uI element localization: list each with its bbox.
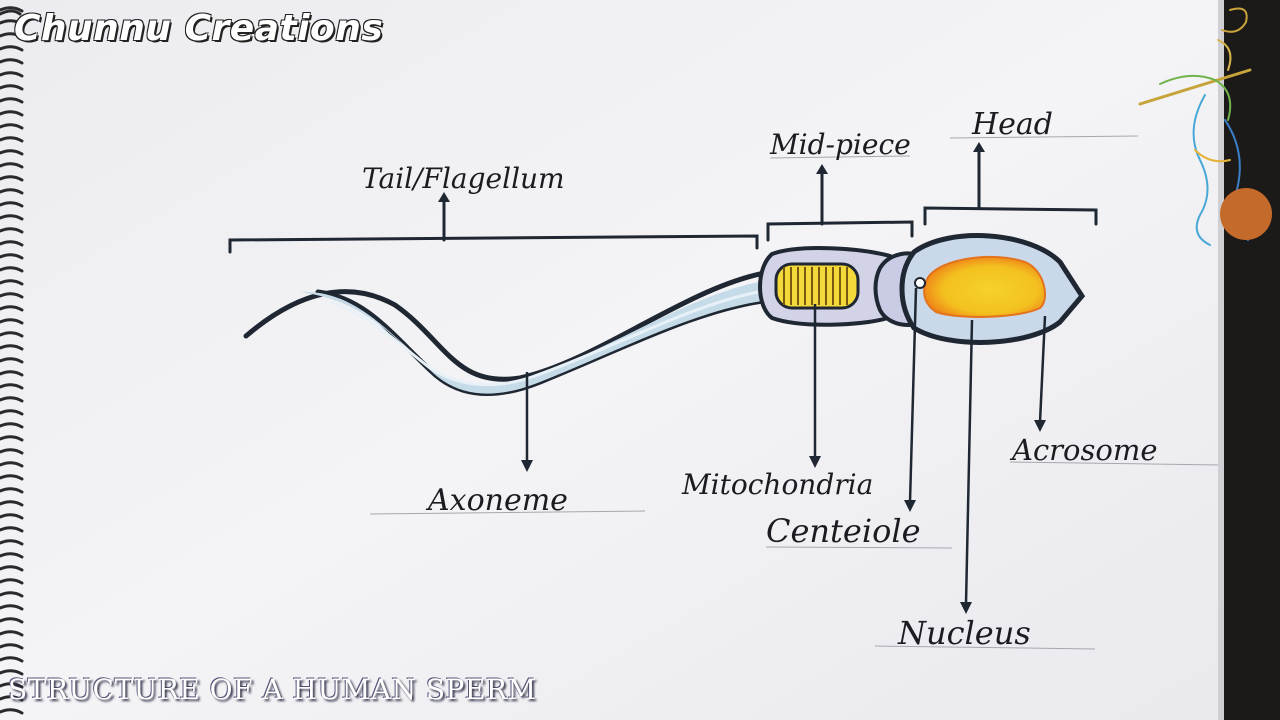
spiral-ring — [0, 422, 24, 429]
spiral-ring — [0, 448, 24, 455]
spiral-ring — [0, 279, 24, 286]
spiral-ring — [0, 84, 24, 91]
spiral-ring — [0, 318, 24, 325]
spiral-ring — [0, 123, 24, 130]
label-nucleus: Nucleus — [897, 614, 1031, 652]
video-caption: STRUCTURE OF A HUMAN SPERM — [8, 673, 537, 706]
spiral-binding — [0, 9, 22, 16]
spiral-ring — [0, 370, 24, 377]
spiral-ring — [0, 565, 24, 572]
pointer-lines — [525, 287, 1047, 605]
spiral-ring — [0, 552, 24, 559]
spiral-ring — [0, 474, 24, 481]
label-axoneme: Axoneme — [425, 483, 568, 518]
spiral-ring — [0, 32, 24, 39]
channel-brand: Chunnu Creations — [14, 8, 384, 49]
spiral-ring — [0, 240, 24, 247]
spiral-ring — [0, 461, 24, 468]
spiral-ring — [0, 487, 24, 494]
spiral-ring — [0, 71, 24, 78]
spiral-ring — [0, 305, 24, 312]
spiral-ring — [0, 513, 24, 520]
spiral-ring — [0, 630, 24, 637]
spiral-ring — [0, 331, 24, 338]
spiral-ring — [0, 175, 24, 182]
spiral-ring — [0, 708, 24, 715]
spiral-ring — [0, 643, 24, 650]
spiral-ring — [0, 201, 24, 208]
mitochondria-coil — [774, 262, 860, 310]
arrowheads-up — [438, 142, 985, 202]
spiral-ring — [0, 149, 24, 156]
brackets — [228, 144, 1098, 254]
spiral-ring — [0, 253, 24, 260]
spiral-ring — [0, 409, 24, 416]
mid-piece — [758, 246, 900, 327]
spiral-rings — [0, 6, 24, 715]
paper-sheet — [0, 0, 1222, 720]
orange-ball — [1220, 188, 1272, 240]
spiral-ring — [0, 539, 24, 546]
spiral-ring — [0, 617, 24, 624]
spiral-ring — [0, 214, 24, 221]
spiral-ring — [0, 162, 24, 169]
spiral-ring — [0, 45, 24, 52]
arrowheads-down — [521, 420, 1046, 614]
spiral-ring — [0, 435, 24, 442]
spiral-ring — [0, 383, 24, 390]
spiral-ring — [0, 266, 24, 273]
label-acrosome: Acrosome — [1009, 433, 1158, 467]
centriole-dot — [914, 277, 926, 289]
spiral-ring — [0, 604, 24, 611]
spiral-ring — [0, 396, 24, 403]
label-head: Head — [971, 107, 1053, 142]
sperm-head — [873, 233, 1086, 345]
spiral-ring — [0, 58, 24, 65]
spiral-ring — [0, 656, 24, 663]
spiral-ring — [0, 97, 24, 104]
spiral-ring — [0, 357, 24, 364]
spiral-ring — [0, 292, 24, 299]
spiral-ring — [0, 669, 24, 676]
label-tail-flagellum: Tail/Flagellum — [362, 162, 565, 195]
label-centriole: Centeiole — [766, 512, 921, 550]
spiral-ring — [0, 227, 24, 234]
label-mitochondria: Mitochondria — [681, 468, 873, 501]
nucleus-shape — [923, 255, 1046, 318]
spiral-ring — [0, 6, 24, 13]
label-mid-piece: Mid-piece — [769, 128, 911, 161]
spiral-ring — [0, 578, 24, 585]
spiral-ring — [0, 19, 24, 26]
spiral-ring — [0, 526, 24, 533]
spiral-ring — [0, 344, 24, 351]
label-underlines — [369, 135, 1219, 650]
spiral-ring — [0, 682, 24, 689]
spiral-ring — [0, 695, 24, 702]
paper-edge — [1218, 0, 1224, 720]
spiral-ring — [0, 110, 24, 117]
tail-flagellum — [243, 269, 773, 397]
spiral-ring — [0, 591, 24, 598]
spiral-ring — [0, 500, 24, 507]
spiral-ring — [0, 136, 24, 143]
spiral-ring — [0, 188, 24, 195]
